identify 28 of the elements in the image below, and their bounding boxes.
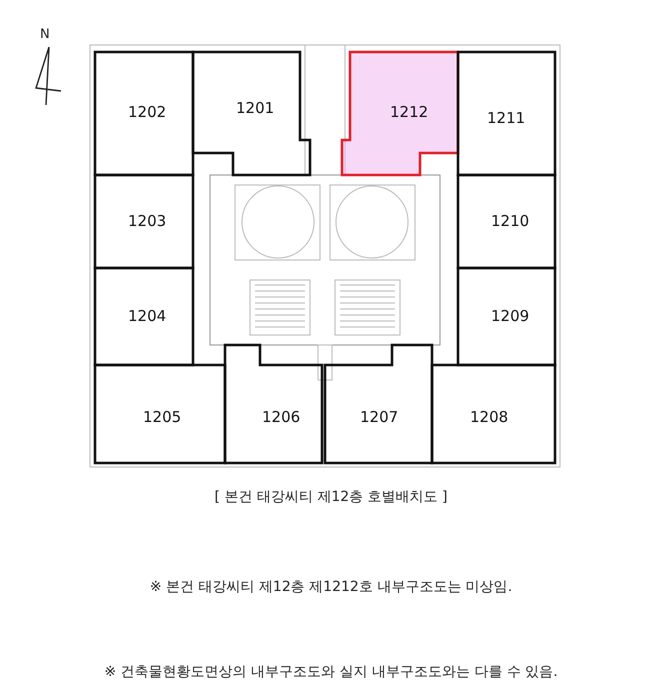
unit-area [95, 365, 225, 463]
unit-area [458, 52, 555, 175]
unit-area [95, 52, 193, 175]
unit-number: 1204 [128, 307, 166, 325]
unit-number: 1209 [491, 307, 530, 325]
unit-area [193, 52, 310, 175]
unit-area [458, 175, 555, 268]
unit-area [458, 268, 555, 365]
unit-area [432, 365, 555, 463]
caption: [ 본건 태강씨티 제12층 호별배치도 ] [214, 488, 448, 506]
unit-area [95, 268, 193, 365]
unit-number: 1210 [491, 212, 530, 230]
unit-area [325, 345, 432, 463]
unit-number: 1201 [236, 99, 274, 117]
unit-number: 1208 [470, 408, 508, 426]
note-text: ※ 건축물현황도면상의 내부구조도와 실지 내부구조도와는 다를 수 있음. [103, 663, 559, 681]
unit-number: 1211 [487, 109, 526, 127]
unit-number: 1206 [262, 408, 300, 426]
unit-number: 1212 [390, 103, 428, 121]
unit-number: 1202 [128, 103, 166, 121]
unit-number: 1205 [143, 408, 182, 426]
unit-number: 1203 [128, 212, 166, 230]
north-label: N [40, 27, 50, 42]
unit-area [225, 345, 322, 463]
unit-number: 1207 [360, 408, 398, 426]
unit-area [342, 52, 458, 175]
note-text: ※ 본건 태강씨티 제12층 제1212호 내부구조도는 미상임. [148, 578, 514, 596]
unit-area [95, 175, 193, 268]
